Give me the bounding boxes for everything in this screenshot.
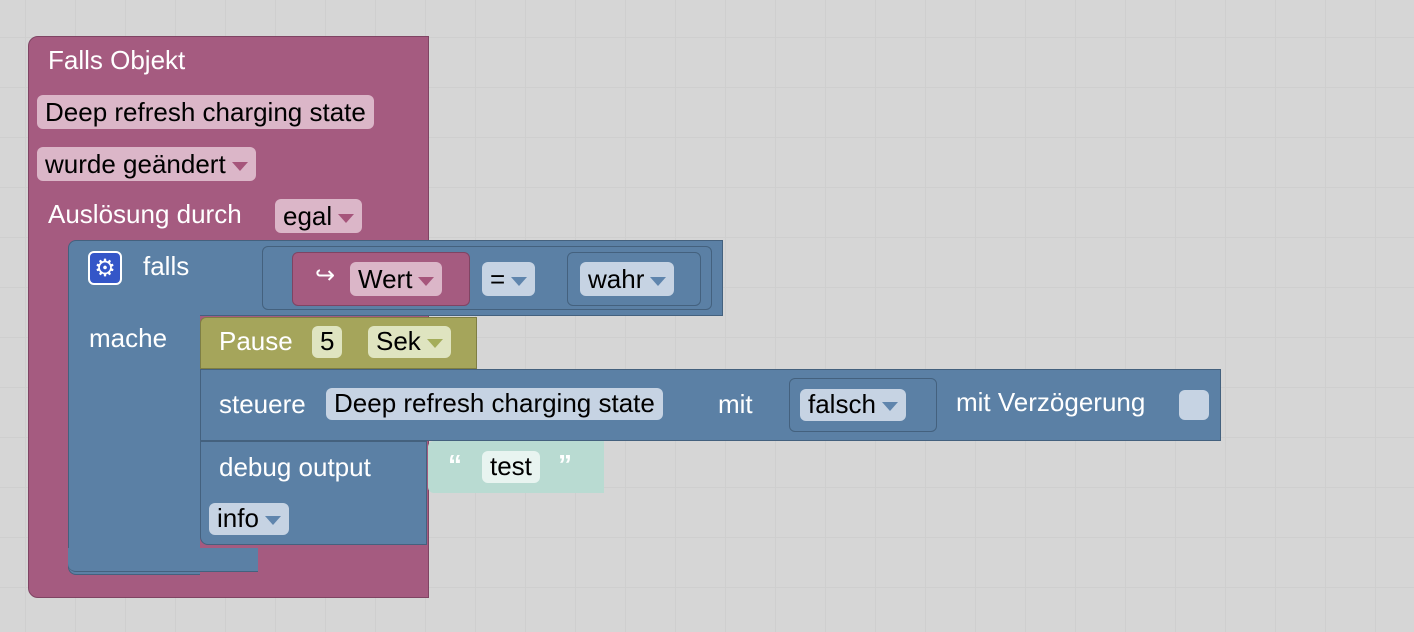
pause-unit: Sek [376,326,421,356]
value-label: Wert [358,264,413,294]
control-value-dropdown[interactable]: falsch [800,389,906,421]
control-value: falsch [808,389,876,419]
delay-checkbox[interactable] [1179,390,1209,420]
control-delay-label: mit Verzögerung [956,387,1146,417]
chevron-down-icon [881,401,898,411]
trigger-event-dropdown[interactable]: wurde geändert [37,147,256,181]
chevron-down-icon [418,276,435,286]
open-quote-icon: “ [448,449,462,480]
if-block-bottom [68,548,258,572]
trigger-source-label: Auslösung durch [48,199,242,229]
chevron-down-icon [338,213,355,223]
trigger-object-name: Deep refresh charging state [45,97,366,127]
chevron-down-icon [650,276,667,286]
chevron-down-icon [511,276,528,286]
gear-icon[interactable]: ⚙ [88,251,122,285]
chevron-down-icon [231,161,248,171]
debug-label: debug output [219,452,371,482]
boolean-label: wahr [588,264,645,294]
text-value: test [490,451,532,481]
return-arrow-icon: ↪ [315,262,336,289]
control-object-name: Deep refresh charging state [334,388,655,418]
debug-level: info [217,503,259,533]
operator-label: = [490,264,506,294]
if-label: falls [143,251,190,281]
pause-label: Pause [219,326,293,356]
trigger-source-value: egal [283,201,333,231]
value-dropdown[interactable]: Wert [350,262,443,296]
pause-unit-dropdown[interactable]: Sek [368,326,451,358]
trigger-title: Falls Objekt [48,45,186,75]
operator-dropdown[interactable]: = [482,262,536,296]
debug-level-dropdown[interactable]: info [209,503,289,535]
control-object-field[interactable]: Deep refresh charging state [326,388,663,420]
do-label: mache [89,323,168,353]
trigger-event-label: wurde geändert [45,149,226,179]
control-label: steuere [219,389,306,419]
chevron-down-icon [264,515,281,525]
text-value-field[interactable]: test [482,451,540,483]
control-with-label: mit [718,389,753,419]
boolean-dropdown[interactable]: wahr [580,262,675,296]
trigger-object-field[interactable]: Deep refresh charging state [37,95,374,129]
chevron-down-icon [426,338,443,348]
if-block-body [68,315,200,575]
trigger-source-dropdown[interactable]: egal [275,199,363,233]
pause-amount-field[interactable]: 5 [312,326,343,358]
pause-amount: 5 [320,326,335,356]
close-quote-icon: ” [558,449,572,480]
